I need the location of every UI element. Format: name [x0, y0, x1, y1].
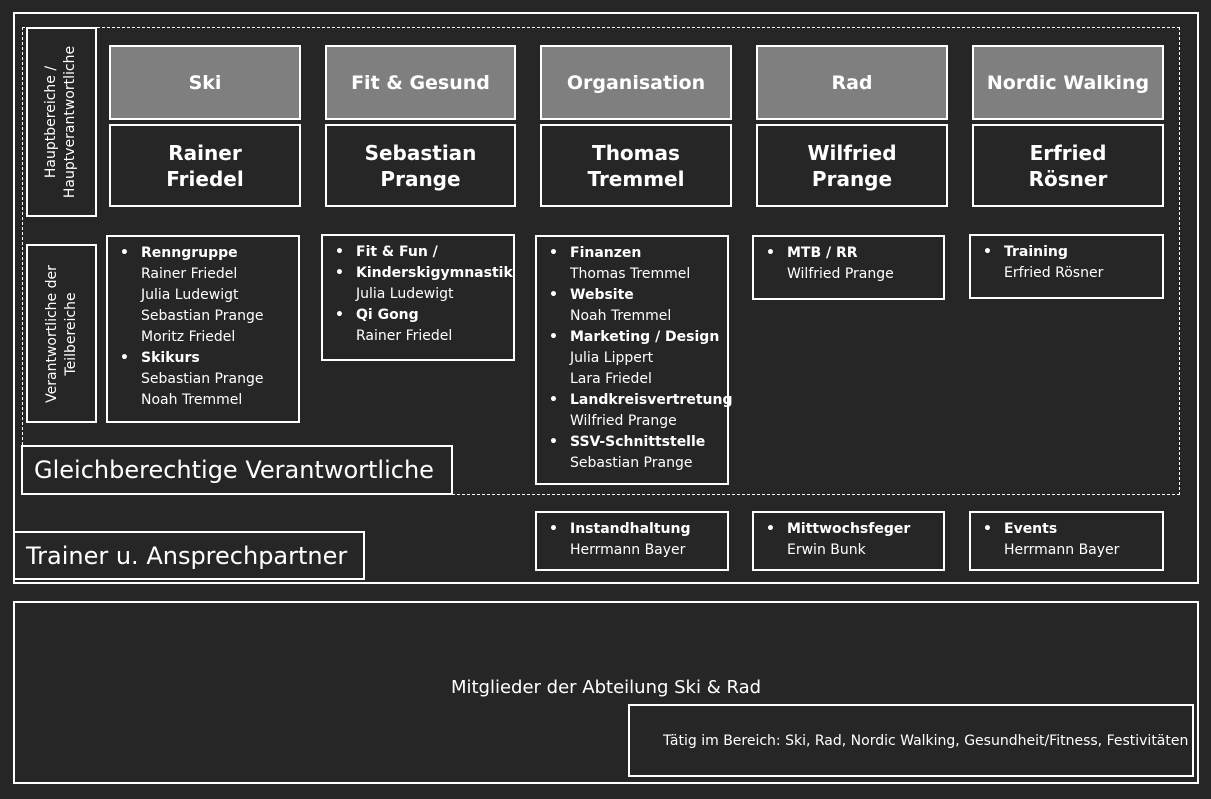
item-title: Mittwochsfeger: [766, 519, 939, 540]
leadership-frame: [13, 12, 1199, 584]
item-person: Sebastian Prange: [141, 308, 264, 324]
item-person: Noah Tremmel: [570, 308, 672, 324]
item-title: Renngruppe: [120, 243, 294, 264]
item-title: Marketing / Design: [549, 327, 723, 348]
item-person: Julia Ludewigt: [356, 286, 454, 302]
item-person: Wilfried Prange: [787, 266, 894, 282]
item-person: Julia Ludewigt: [141, 287, 239, 303]
item-title: Training: [983, 242, 1158, 263]
item-title: Landkreisvertretung: [549, 390, 732, 411]
item-title: SSV-Schnittstelle: [549, 432, 723, 453]
item-person: Noah Tremmel: [141, 392, 243, 408]
members-activity-text: Tätig im Bereich: Ski, Rad, Nordic Walki…: [663, 732, 1189, 749]
item-title: Instandhaltung: [549, 519, 723, 540]
item-person: Wilfried Prange: [570, 413, 677, 429]
item-person: Moritz Friedel: [141, 329, 236, 345]
equal-responsibility-label: Gleichberechtige Verantwortliche: [21, 445, 453, 495]
item-person: Thomas Tremmel: [570, 266, 691, 282]
item-person: Rainer Friedel: [141, 266, 238, 282]
item-person: Julia Lippert: [570, 350, 654, 366]
item-title: Website: [549, 285, 723, 306]
members-frame: [13, 601, 1199, 784]
side-label-main: Hauptbereiche / Hauptverantwortliche: [26, 27, 97, 217]
area-header-nordic-walking: Nordic Walking: [972, 45, 1164, 120]
item-title: Finanzen: [549, 243, 723, 264]
item-title: Skikurs: [120, 348, 294, 369]
item-person: Rainer Friedel: [356, 328, 453, 344]
item-person: Lara Friedel: [570, 371, 652, 387]
subarea-box-rad: MTB / RR Wilfried Prange: [752, 235, 945, 300]
equal-responsibility-frame: [22, 27, 1180, 495]
item-title: Qi Gong: [335, 305, 509, 326]
area-header-fit-gesund: Fit & Gesund: [325, 45, 516, 120]
item-person: Herrmann Bayer: [1004, 542, 1120, 558]
area-header-ski: Ski: [109, 45, 301, 120]
item-person: Herrmann Bayer: [570, 542, 686, 558]
item-title: MTB / RR: [766, 243, 939, 264]
members-title: Mitglieder der Abteilung Ski & Rad: [450, 677, 762, 698]
side-label-sub: Verantwortliche der Teilbereiche: [26, 244, 97, 423]
item-person: Sebastian Prange: [141, 371, 264, 387]
members-activity-box: Tätig im Bereich: Ski, Rad, Nordic Walki…: [628, 704, 1194, 777]
area-header-organisation: Organisation: [540, 45, 732, 120]
item-person: Erfried Rösner: [1004, 265, 1104, 281]
area-header-rad: Rad: [756, 45, 948, 120]
item-list: MTB / RR Wilfried Prange: [766, 243, 939, 285]
item-title: Fit & Fun /: [335, 242, 509, 263]
item-title: Kinderskigymnastik: [335, 263, 513, 284]
item-person: Erwin Bunk: [787, 542, 866, 558]
trainer-label: Trainer u. Ansprechpartner: [13, 531, 365, 580]
item-person: Sebastian Prange: [570, 455, 693, 471]
item-title: Events: [983, 519, 1158, 540]
